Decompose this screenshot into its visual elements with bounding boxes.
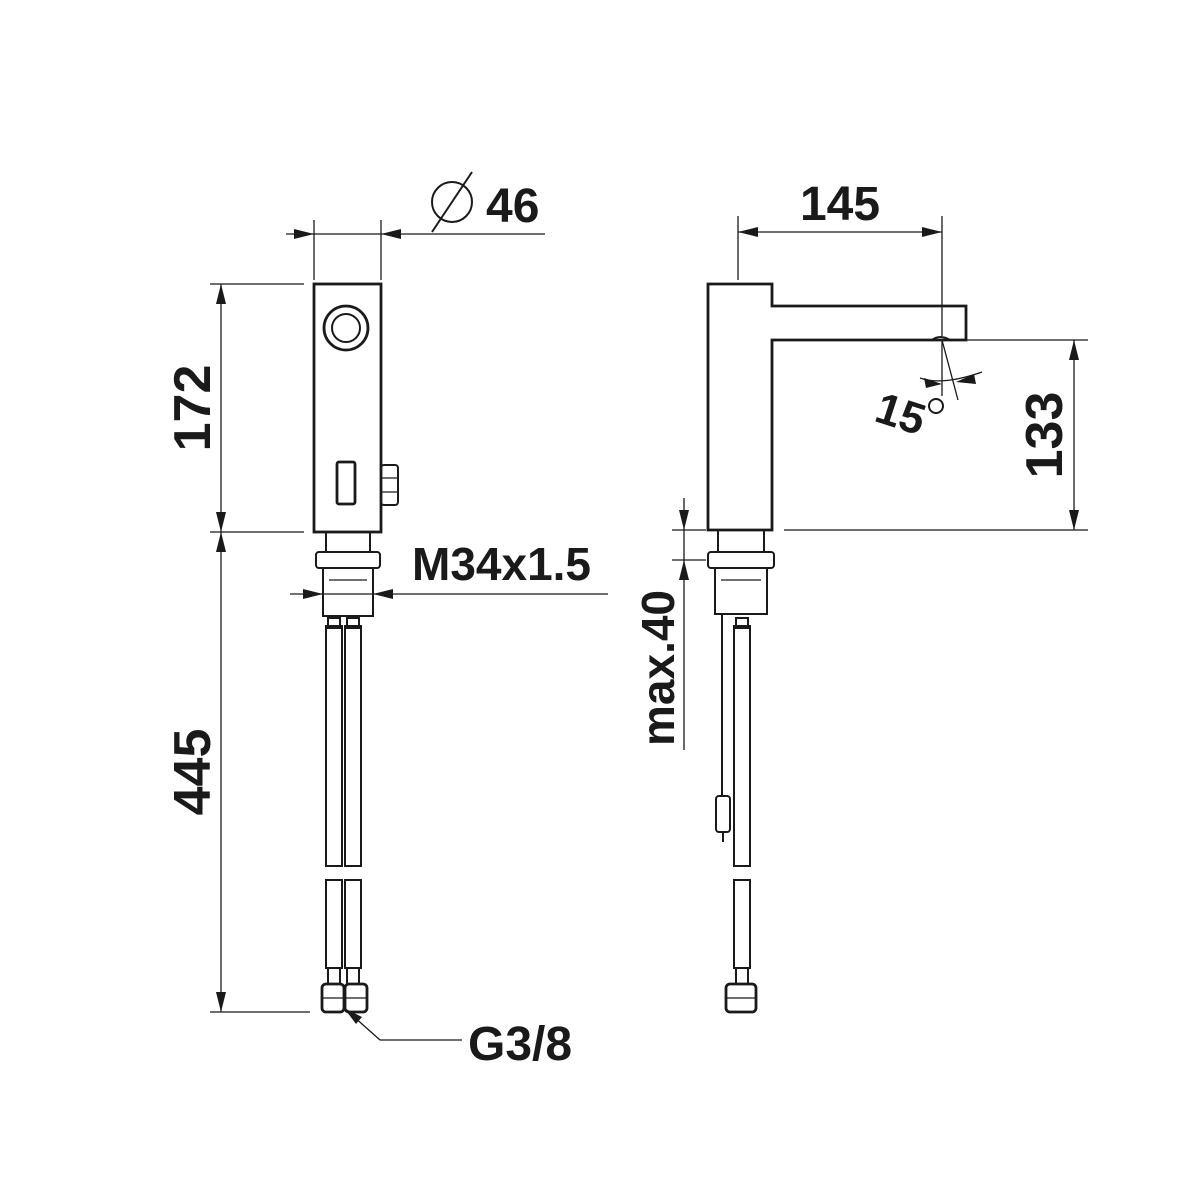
side-faucet-body (706, 282, 968, 532)
angle-label: 15 (870, 383, 932, 445)
front-connection-nuts (320, 982, 369, 1014)
hose-length-dimension: 445 (164, 532, 310, 1013)
side-mounting-shank (707, 529, 775, 615)
degree-symbol-icon (928, 398, 944, 414)
diameter-symbol-icon (431, 181, 473, 223)
side-supply-hose (724, 617, 758, 1014)
side-knob (380, 464, 399, 506)
body-height-dimension: 172 (164, 283, 304, 533)
diameter-dimension: 46 (286, 171, 545, 280)
reach-dimension: 145 (737, 178, 943, 336)
deck-thickness-dimension: max.40 (632, 498, 706, 750)
front-view: 46 172 445 M34x1.5 (164, 171, 608, 1071)
front-mounting-shank (315, 531, 381, 617)
connection-label: G3/8 (468, 1018, 572, 1071)
diameter-label: 46 (486, 180, 539, 233)
spout-outlet (931, 336, 951, 341)
spout-height-dimension: 133 (784, 339, 1088, 531)
height-label: 172 (164, 365, 222, 452)
indicator-slot (335, 460, 357, 506)
hose-length-label: 445 (164, 729, 222, 816)
spout-height-label: 133 (1016, 392, 1074, 479)
deck-thickness-label: max.40 (632, 590, 684, 746)
side-view: 145 133 15 max.40 (632, 178, 1088, 1014)
reach-label: 145 (800, 178, 880, 231)
sensor-window (322, 304, 370, 352)
thread-label: M34x1.5 (412, 538, 591, 590)
connection-leader: G3/8 (343, 1007, 572, 1071)
front-supply-hoses (325, 617, 362, 985)
thread-dimension: M34x1.5 (290, 538, 608, 599)
sensor-cable (715, 614, 731, 842)
angle-dimension: 15 (870, 339, 983, 445)
